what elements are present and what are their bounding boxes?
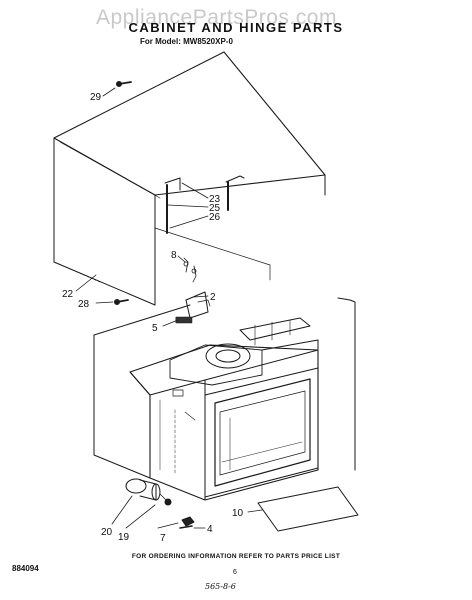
handwritten-note: 565-8-6 bbox=[205, 582, 236, 591]
watermark-logo: AppliancePartsPros.com bbox=[96, 6, 337, 29]
document-number: 884094 bbox=[12, 564, 39, 573]
part-label-23: 23 bbox=[209, 194, 221, 205]
outer-cabinet-wrapper bbox=[53, 51, 326, 306]
part-label-4: 4 bbox=[207, 524, 213, 535]
ordering-note: FOR ORDERING INFORMATION REFER TO PARTS … bbox=[131, 553, 341, 560]
leader-lines bbox=[75, 87, 263, 529]
part-label-28: 28 bbox=[78, 299, 90, 310]
cover-sheet bbox=[257, 486, 359, 532]
part-label-8: 8 bbox=[171, 250, 177, 261]
part-label-20: 20 bbox=[101, 527, 113, 538]
part-label-29: 29 bbox=[90, 92, 102, 103]
part-label-7: 7 bbox=[160, 533, 166, 544]
foot-parts bbox=[125, 478, 195, 529]
part-label-2: 2 bbox=[210, 292, 216, 303]
model-subtitle: For Model: MW8520XP-0 bbox=[140, 37, 233, 46]
part-label-22: 22 bbox=[62, 289, 74, 300]
part-label-5: 5 bbox=[152, 323, 158, 334]
part-number-labels: 29 23 25 26 8 2 22 28 5 10 4 20 19 7 bbox=[62, 92, 244, 544]
part-label-26: 26 bbox=[209, 212, 221, 223]
cabinet-screws bbox=[114, 81, 132, 305]
hinge-strips bbox=[164, 175, 245, 234]
page-number: 6 bbox=[233, 569, 237, 576]
diagram-title: CABINET AND HINGE PARTS bbox=[128, 20, 344, 35]
oven-chassis bbox=[129, 317, 319, 501]
part-label-19: 19 bbox=[118, 532, 130, 543]
hinge-assembly bbox=[175, 257, 211, 324]
part-label-10: 10 bbox=[232, 508, 244, 519]
cabinet-back-panel bbox=[93, 297, 356, 479]
part-label-25: 25 bbox=[209, 203, 221, 214]
